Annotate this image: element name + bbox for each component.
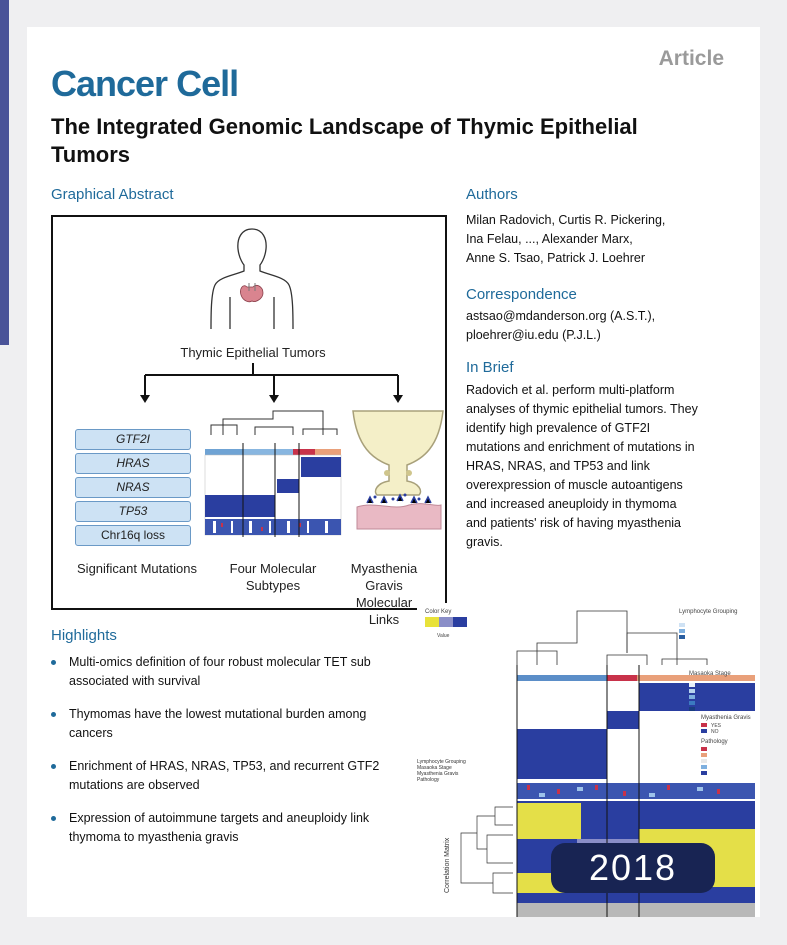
legend-lymphocyte-title: Lymphocyte Grouping bbox=[679, 609, 737, 615]
legend-mg-title: Myasthenia Gravis bbox=[701, 715, 751, 721]
row-dendrogram bbox=[460, 806, 513, 894]
authors-line: Anne S. Tsao, Patrick J. Loehrer bbox=[466, 251, 646, 265]
legend-mg-yes: YES bbox=[711, 723, 722, 729]
branch-arrows bbox=[140, 363, 403, 403]
caption-myasthenia-links: Myasthenia Gravis Molecular Links bbox=[350, 561, 418, 627]
left-edge-bar bbox=[0, 0, 9, 345]
article-page: Article Cancer Cell The Integrated Genom… bbox=[27, 27, 760, 917]
thymus-organ-icon bbox=[240, 285, 264, 303]
row-label-pathology: Pathology bbox=[417, 777, 440, 783]
journal-name: Cancer Cell bbox=[51, 63, 239, 104]
email-link[interactable]: astsao@mdanderson.org (A.S.T.), bbox=[466, 309, 656, 323]
neuromuscular-junction-icon bbox=[352, 410, 444, 530]
mutation-hras: HRAS bbox=[75, 453, 191, 474]
legend-masaoka-title: Masaoka Stage bbox=[689, 671, 731, 677]
correspondence-heading: Correspondence bbox=[466, 286, 577, 303]
authors-line: Ina Felau, ..., Alexander Marx, bbox=[466, 232, 633, 246]
value-label: Value bbox=[437, 633, 450, 639]
article-title: The Integrated Genomic Landscape of Thym… bbox=[51, 114, 638, 167]
in-brief-line: and patients' risk of having myasthenia bbox=[466, 516, 682, 530]
caption-molecular-subtypes: Four Molecular Subtypes bbox=[229, 561, 317, 593]
correspondence-emails: astsao@mdanderson.org (A.S.T.), ploehrer… bbox=[466, 307, 756, 345]
in-brief-line: gravis. bbox=[466, 535, 503, 549]
in-brief-line: and increased aneuploidy in thymoma bbox=[466, 497, 677, 511]
bullet-icon bbox=[51, 816, 56, 821]
color-key-label: Color Key bbox=[425, 609, 451, 615]
legend-mg-no: NO bbox=[711, 729, 719, 735]
tumor-label: Thymic Epithelial Tumors bbox=[180, 345, 326, 360]
in-brief-text: Radovich et al. perform multi-platform a… bbox=[466, 381, 758, 552]
in-brief-line: identify high prevalence of GTF2I bbox=[466, 421, 651, 435]
mutation-tp53: TP53 bbox=[75, 501, 191, 522]
side-axis-label: Correlation Matrix bbox=[444, 837, 451, 893]
bullet-icon bbox=[51, 764, 56, 769]
row-label-masaoka: Masaoka Stage bbox=[417, 765, 452, 771]
graphical-abstract-heading: Graphical Abstract bbox=[51, 186, 174, 203]
mutation-chr16q: Chr16q loss bbox=[75, 525, 191, 546]
column-dendrogram bbox=[516, 610, 708, 665]
highlights-heading: Highlights bbox=[51, 627, 117, 644]
in-brief-line: mutations and enrichment of mutations in bbox=[466, 440, 695, 454]
email-link[interactable]: ploehrer@iu.edu (P.J.L.) bbox=[466, 328, 601, 342]
in-brief-line: overexpression of muscle autoantigens bbox=[466, 478, 683, 492]
bullet-icon bbox=[51, 660, 56, 665]
mutation-gtf2i: GTF2I bbox=[75, 429, 191, 450]
in-brief-line: Radovich et al. perform multi-platform bbox=[466, 383, 675, 397]
in-brief-line: HRAS, NRAS, and TP53 and link bbox=[466, 459, 650, 473]
year-badge: 2018 bbox=[551, 843, 715, 893]
legend-pathology-title: Pathology bbox=[701, 739, 728, 745]
caption-significant-mutations: Significant Mutations bbox=[77, 561, 197, 576]
authors-list: Milan Radovich, Curtis R. Pickering, Ina… bbox=[466, 211, 756, 268]
row-label-mg: Myasthenia Gravis bbox=[417, 771, 459, 777]
authors-line: Milan Radovich, Curtis R. Pickering, bbox=[466, 213, 666, 227]
article-type-label: Article bbox=[658, 47, 724, 70]
in-brief-line: analyses of thymic epithelial tumors. Th… bbox=[466, 402, 698, 416]
mutation-nras: NRAS bbox=[75, 477, 191, 498]
human-silhouette-icon bbox=[210, 228, 294, 330]
authors-heading: Authors bbox=[466, 186, 518, 203]
subtype-heatmap-thumbnail bbox=[204, 410, 342, 537]
row-label-lymphocyte: Lymphocyte Grouping bbox=[417, 759, 466, 765]
in-brief-heading: In Brief bbox=[466, 359, 514, 376]
graphical-abstract-figure: Thymic Epithelial Tumors GTF2I HRAS NRAS… bbox=[51, 215, 447, 627]
bullet-icon bbox=[51, 712, 56, 717]
